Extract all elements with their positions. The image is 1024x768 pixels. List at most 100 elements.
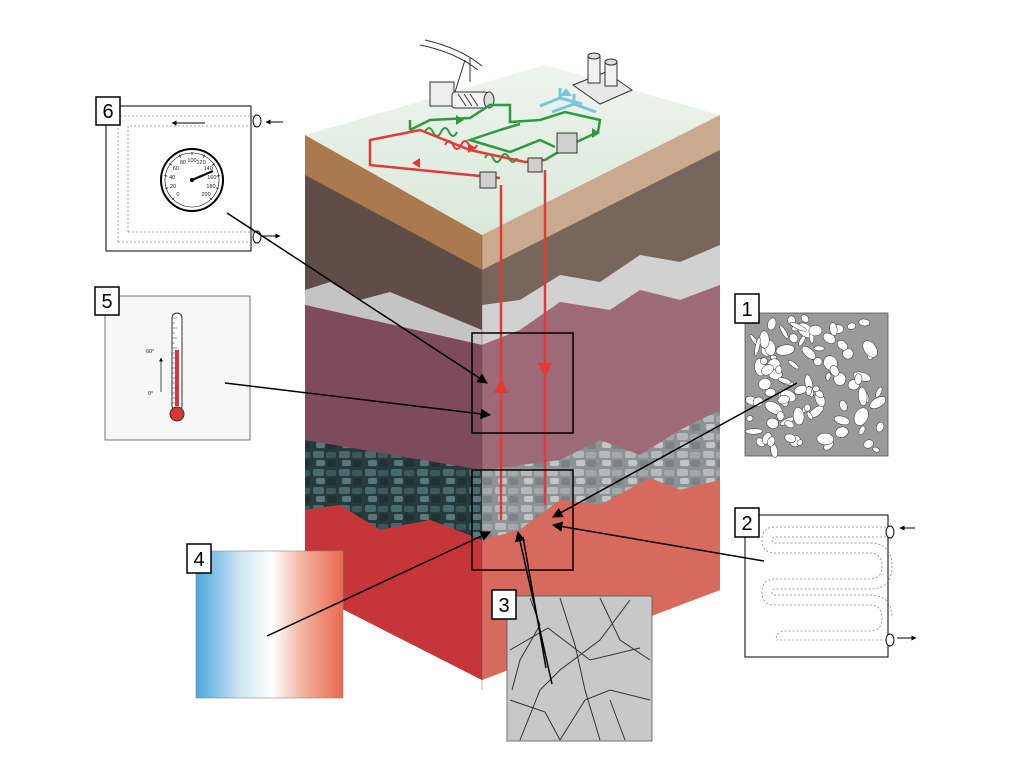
blue-cooling-loop — [539, 88, 597, 114]
thermometer-label-high: 60° — [146, 349, 154, 355]
red-surface-loop — [368, 128, 546, 180]
gauge-tick-label: 0 — [176, 192, 179, 198]
rock-pore — [835, 426, 849, 438]
rock-pore — [784, 433, 797, 443]
panel-4-temperature-gradient: 4 — [186, 543, 344, 699]
leader-3b — [522, 536, 547, 669]
callout-number-2: 2 — [741, 513, 752, 535]
panel-5-thermometer: 60° 0° 5 — [94, 286, 251, 441]
gauge-tick-mark — [169, 163, 173, 166]
rock-pore — [766, 417, 779, 429]
gauge-tick-mark — [215, 187, 219, 190]
rock-pore — [752, 396, 764, 407]
rock-pore — [833, 415, 851, 426]
surface-plant — [368, 39, 634, 189]
rock-pore — [858, 386, 868, 406]
gauge-tick-mark — [178, 154, 182, 158]
rock-pore — [858, 318, 871, 327]
rock-pore — [760, 357, 768, 366]
gauge-tick-label: 20 — [170, 184, 176, 190]
wells — [494, 170, 552, 520]
rock-pore — [803, 403, 811, 412]
rock-pore — [767, 317, 777, 331]
rock-pore — [796, 439, 803, 446]
leader-2 — [551, 521, 765, 562]
gauge-tick-mark — [209, 197, 213, 201]
rock-pore — [776, 411, 785, 421]
rock-pore — [800, 314, 810, 323]
leader-6 — [226, 212, 488, 384]
rock-pore — [808, 325, 823, 337]
rock-pore — [775, 365, 783, 374]
rock-pore — [869, 396, 887, 409]
leader-5 — [224, 382, 492, 420]
callout-number-1: 1 — [741, 299, 752, 321]
rock-pore — [837, 340, 848, 351]
rock-pore — [754, 336, 761, 357]
rock-pore — [746, 415, 754, 422]
gauge-tick-label: 60 — [173, 166, 179, 172]
rock-pore — [775, 344, 795, 356]
rock-pore — [862, 340, 878, 358]
focus-box-upper — [471, 332, 574, 434]
gauge-tick-mark — [164, 175, 168, 177]
leader-arrows — [224, 212, 798, 685]
gauge-tick-label: 120 — [197, 160, 206, 166]
rock-pore — [839, 400, 848, 412]
focus-box-lower — [471, 469, 574, 571]
callout-number-5: 5 — [101, 291, 112, 313]
rock-pore — [777, 377, 792, 385]
gauge-tick-label: 160 — [207, 175, 216, 181]
gauge-tick-label: 140 — [204, 166, 213, 172]
thermometer-label-low: 0° — [148, 391, 153, 397]
rock-pore — [761, 364, 774, 376]
rock-pore — [829, 365, 840, 377]
wellhead-box — [527, 157, 543, 173]
rock-pore — [813, 357, 823, 366]
rock-pore — [784, 420, 795, 429]
gauge-tick-mark — [216, 175, 220, 177]
wellhead-box — [479, 171, 497, 189]
rock-pore — [875, 421, 885, 433]
rock-pore — [816, 432, 834, 445]
rock-pore — [764, 388, 777, 397]
thermometer-icon — [169, 312, 185, 422]
panel-1-porous-rock: 1 — [734, 293, 889, 458]
leader-1 — [552, 382, 798, 518]
leader-4 — [266, 531, 491, 637]
rock-pore — [788, 360, 799, 370]
rock-pore — [745, 428, 763, 435]
rock-pore — [758, 378, 772, 390]
gauge-tick-label: 180 — [206, 184, 215, 190]
rock-pore — [863, 439, 874, 449]
rock-pore — [825, 372, 832, 381]
rock-pore — [806, 411, 814, 421]
rock-pore — [813, 345, 825, 352]
rock-pore — [854, 373, 863, 385]
cooling-tower-unit — [571, 52, 634, 105]
green-working-loop — [408, 103, 602, 162]
heat-exchanger-box — [556, 132, 578, 154]
rock-pore — [812, 385, 820, 393]
rock-pore — [788, 333, 799, 343]
rock-pore — [875, 386, 883, 398]
callout-number-3: 3 — [498, 595, 509, 617]
gauge-tick-label: 100 — [187, 158, 196, 164]
turbine-generator — [429, 81, 495, 109]
rock-pore — [789, 321, 807, 332]
rock-pore — [872, 446, 880, 453]
rock-pore — [847, 322, 857, 330]
rock-pore — [805, 386, 812, 396]
rock-pore — [853, 407, 869, 426]
rock-pore — [858, 425, 866, 436]
earth-block — [305, 65, 720, 690]
gauge-tick-label: 200 — [202, 192, 211, 198]
gauge-tick-label: 80 — [180, 160, 186, 166]
gauge-tick-mark — [211, 163, 215, 166]
rock-pore — [829, 322, 838, 336]
rock-pore — [767, 436, 776, 447]
gauge-tick-mark — [171, 197, 175, 201]
